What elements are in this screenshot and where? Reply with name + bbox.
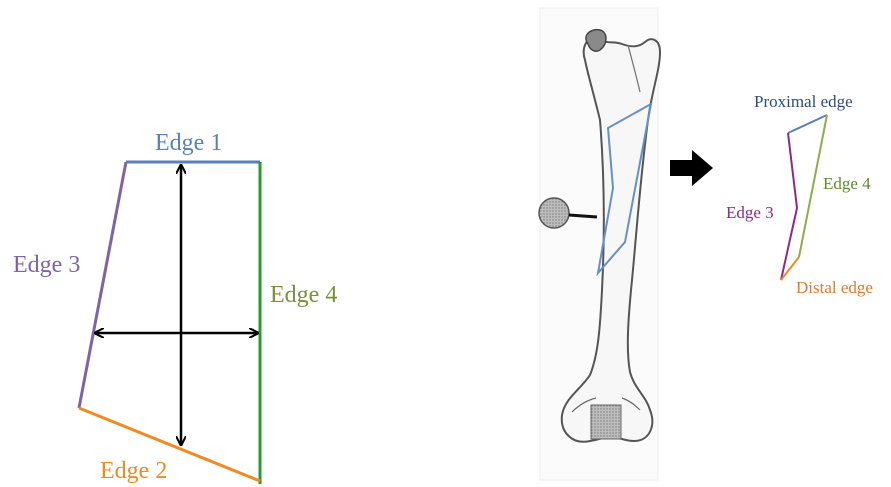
distal-edge-line — [780, 256, 800, 281]
femur-illustration — [538, 7, 662, 481]
femoral-head — [585, 28, 607, 52]
proximal-edge-label: Proximal edge — [754, 92, 853, 111]
edge2-line — [78, 406, 261, 483]
proximal-edge-line — [787, 114, 828, 134]
left-edge-diagram: Edge 1 Edge 3 Edge 4 Edge 2 — [13, 130, 337, 484]
distal-cartilage-area — [590, 404, 622, 440]
edge3-line — [77, 161, 128, 409]
marker-stem — [568, 213, 598, 219]
right-edge3-label: Edge 3 — [726, 203, 774, 222]
edge4-label: Edge 4 — [270, 282, 337, 308]
bone-segment-outline — [596, 102, 653, 277]
edge1-label: Edge 1 — [155, 130, 222, 156]
edge2-label: Edge 2 — [100, 458, 167, 484]
femur-bone — [560, 37, 662, 443]
condyle-lines — [571, 397, 641, 413]
trochanter-detail — [627, 44, 641, 93]
right-edge3-line — [780, 132, 799, 281]
right-edge-diagram: Proximal edge Edge 4 Edge 3 Distal edge — [726, 92, 873, 297]
marker-ball — [538, 197, 570, 229]
distal-edge-label: Distal edge — [796, 278, 873, 297]
edge3-label: Edge 3 — [13, 252, 80, 278]
right-edge4-label: Edge 4 — [823, 174, 871, 193]
right-arrow-icon — [670, 150, 713, 186]
right-edge4-line — [798, 114, 828, 258]
